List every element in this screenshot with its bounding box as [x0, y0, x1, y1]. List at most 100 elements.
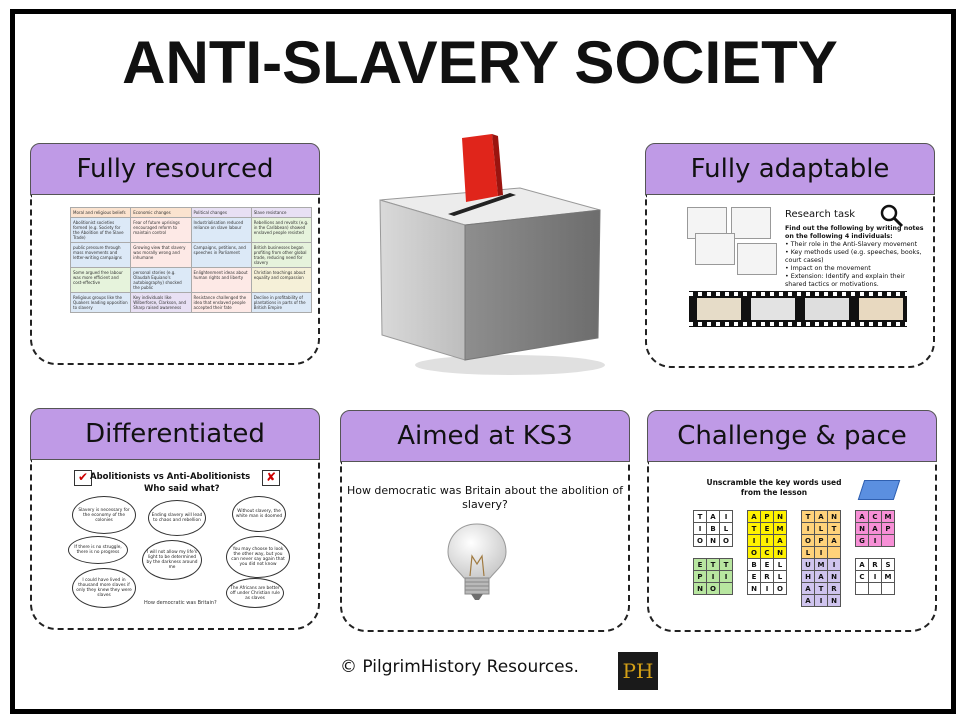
anagram-letter: T: [693, 510, 707, 523]
card-heading: Challenge & pace: [647, 410, 937, 462]
anagram-letter: T: [814, 582, 828, 595]
table-cell: Key individuals like Wilberforce, Clarks…: [130, 292, 192, 313]
research-task-title: Research task: [785, 209, 856, 220]
anagram-letter: N: [747, 582, 761, 595]
anagram-letter: A: [801, 582, 815, 595]
anagram-letter: A: [855, 558, 869, 571]
anagram-letter: I: [827, 558, 841, 571]
table-row: Some argued free labour was more efficie…: [69, 267, 313, 293]
card-body: ✔ ✘ Abolitionists vs Anti-Abolitionists …: [30, 460, 320, 630]
anagram-letter: O: [693, 534, 707, 547]
card-fully-resourced: Fully resourced Moral and religious beli…: [30, 143, 320, 365]
table-cell: Growing view that slavery was morally wr…: [130, 242, 192, 268]
anagram-letter: G: [855, 534, 869, 547]
anagram-letter: A: [773, 534, 787, 547]
magnifier-icon: [880, 204, 904, 228]
anagram-letter: I: [719, 570, 733, 583]
anagram-letter: O: [719, 534, 733, 547]
quote-bubble: Without slavery, the white man is doomed: [232, 496, 286, 532]
tick-icon: ✔: [74, 470, 92, 486]
card-heading: Differentiated: [30, 408, 320, 460]
anagram-letter: N: [827, 594, 841, 607]
table-cell: Decline in profitability of plantations …: [250, 292, 313, 313]
research-task-text: Find out the following by writing notes …: [785, 225, 925, 289]
anagram-letter: P: [760, 510, 774, 523]
card-body: How democratic was Britain about the abo…: [340, 462, 630, 632]
anagram-letter: A: [747, 510, 761, 523]
anagram-letter: L: [801, 546, 815, 559]
table-row: Abolitionist societies formed (e.g. Soci…: [69, 217, 313, 243]
copyright-footer: © PilgrimHistory Resources.: [340, 657, 579, 677]
table-row: Moral and religious beliefs Economic cha…: [69, 207, 313, 218]
table-cell: British businesses began profiting from …: [250, 242, 313, 268]
quote-bubble: I will not allow my life's light to be d…: [142, 540, 202, 580]
table-cell: Enlightenment ideas about human rights a…: [190, 267, 252, 293]
source-documents-thumbnail: [687, 207, 777, 283]
anagram-letter: L: [814, 522, 828, 535]
anagram-letter: C: [855, 570, 869, 583]
anagram-letter: I: [814, 594, 828, 607]
anagram-letter: S: [881, 558, 895, 571]
anagram-row: [855, 582, 895, 595]
anagram-letter: I: [814, 546, 828, 559]
anagram-letter: [868, 582, 882, 595]
anagram-letter: N: [773, 546, 787, 559]
anagram-letter: [855, 582, 869, 595]
page-title: ANTI-SLAVERY SOCIETY: [122, 29, 838, 96]
cross-icon: ✘: [262, 470, 280, 486]
anagram-letter: N: [706, 534, 720, 547]
anagram-letter: N: [773, 510, 787, 523]
anagram-letter: P: [814, 534, 828, 547]
card-heading: Aimed at KS3: [340, 410, 630, 462]
who-said-footer: How democratic was Britain?: [144, 600, 217, 606]
anagram-letter: T: [706, 558, 720, 571]
pilgrimhistory-logo: PH: [618, 652, 658, 690]
anagram-letter: A: [706, 510, 720, 523]
quote-bubble: You may choose to look the other way, bu…: [226, 536, 290, 578]
table-header: Political changes: [190, 207, 252, 218]
anagram-letter: L: [773, 570, 787, 583]
portrait-filmstrip: [689, 291, 907, 327]
card-heading: Fully adaptable: [645, 143, 935, 195]
document-thumb: [731, 207, 771, 239]
anagram-letter: C: [868, 510, 882, 523]
anagram-letter: T: [801, 510, 815, 523]
anagram-letter: A: [868, 522, 882, 535]
anagram-letter: B: [706, 522, 720, 535]
anagram-letter: A: [827, 534, 841, 547]
portrait-image: [751, 298, 795, 320]
anagram-letter: M: [881, 510, 895, 523]
anagram-letter: O: [747, 546, 761, 559]
table-cell: Some argued free labour was more efficie…: [69, 267, 132, 293]
document-thumb: [695, 233, 735, 265]
anagram-letter: C: [760, 546, 774, 559]
research-bullet: • Key methods used (e.g. speeches, books…: [785, 249, 922, 264]
anagram-letter: [881, 534, 895, 547]
anagram-letter: T: [747, 522, 761, 535]
puzzle-icon: [857, 480, 901, 500]
portrait-image: [859, 298, 903, 320]
anagram-letter: N: [855, 522, 869, 535]
anagram-letter: R: [868, 558, 882, 571]
anagram-letter: T: [827, 522, 841, 535]
